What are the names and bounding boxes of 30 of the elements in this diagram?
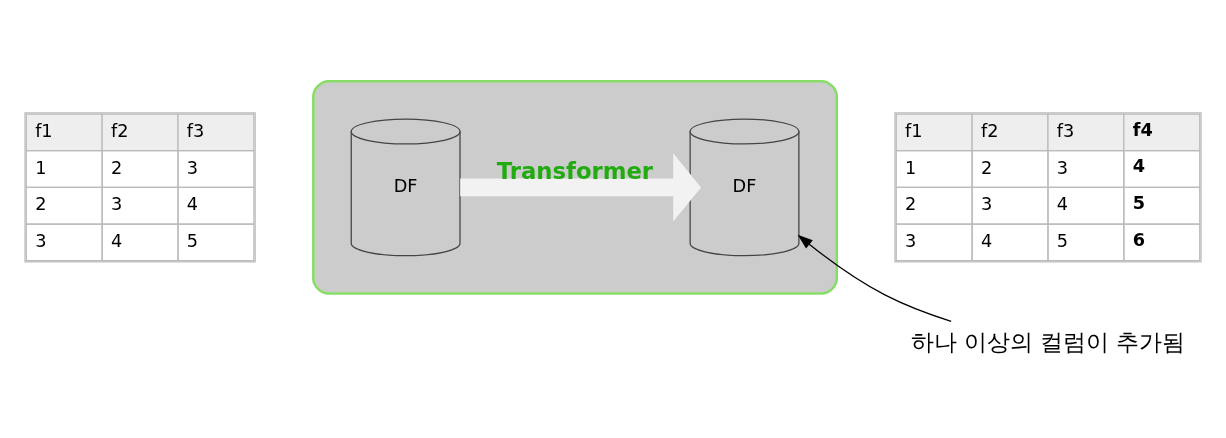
label: f1 <box>35 121 53 142</box>
label: 5 <box>1056 231 1069 252</box>
node-text: 하나 이상의 컬럼이 추가됨 <box>910 328 1186 355</box>
label: f4 <box>1132 119 1153 140</box>
label: 4 <box>111 231 123 252</box>
label: 2 <box>980 157 993 178</box>
label: f3 <box>1056 121 1075 142</box>
label: 3 <box>905 231 917 252</box>
label: f2 <box>980 121 999 142</box>
label: 6 <box>1132 229 1146 250</box>
label: f3 <box>186 121 205 142</box>
label: 4 <box>980 231 993 252</box>
label: 2 <box>905 194 917 215</box>
label: 2 <box>35 194 47 215</box>
label: 3 <box>1056 157 1069 178</box>
label: 5 <box>186 231 199 252</box>
label: f1 <box>905 121 923 142</box>
label: 5 <box>1132 193 1146 214</box>
label: 2 <box>111 157 123 178</box>
label: 4 <box>1132 156 1146 177</box>
label: 3 <box>980 194 993 215</box>
label: f2 <box>111 121 129 142</box>
label: 1 <box>35 157 47 178</box>
label: 1 <box>905 157 917 178</box>
edge-label: Transformer <box>496 158 654 185</box>
label: 3 <box>111 194 123 215</box>
label: 3 <box>35 231 47 252</box>
label: 4 <box>1056 194 1069 215</box>
label: 3 <box>186 157 199 178</box>
label: 4 <box>186 194 199 215</box>
